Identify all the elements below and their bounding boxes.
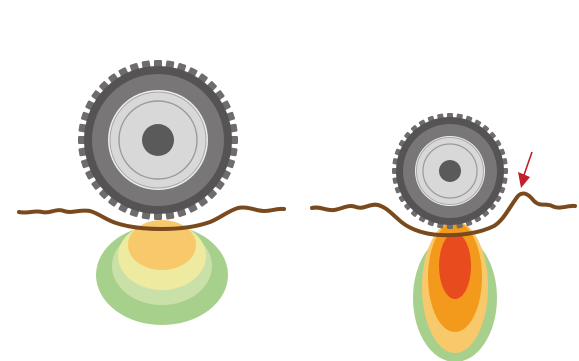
right-ground-line [310, 191, 577, 238]
soil-bulge-arrow-icon [518, 151, 533, 188]
small-tire-icon [392, 113, 508, 229]
narrow-pressure-bulb [413, 221, 497, 361]
wide-bulb-zone-4 [128, 220, 196, 270]
large-tire-icon [78, 60, 238, 220]
narrow-bulb-zone-4 [439, 233, 471, 299]
wide-pressure-bulb [96, 220, 228, 325]
left-ground-line [17, 205, 286, 231]
